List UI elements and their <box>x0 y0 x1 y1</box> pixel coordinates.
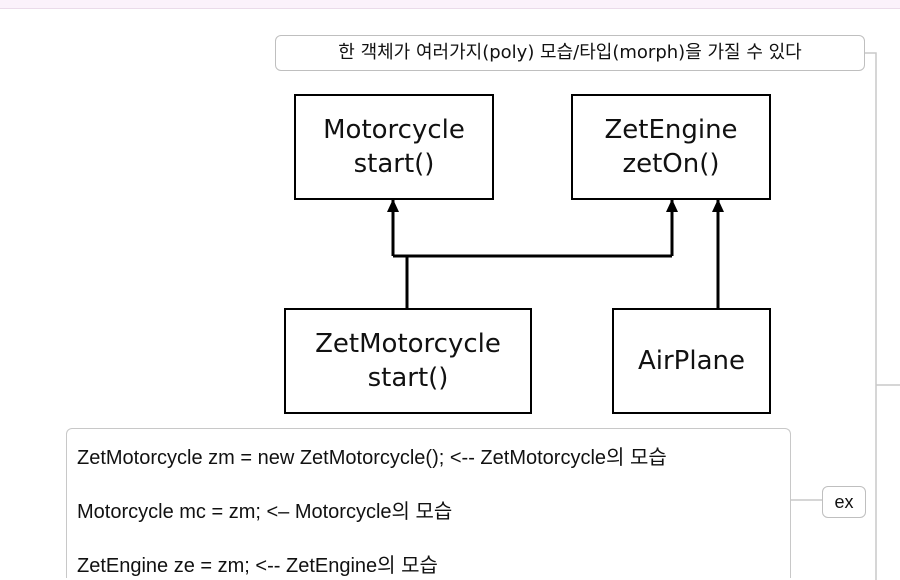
arrow-to-motorcycle <box>387 199 399 212</box>
class-box-zetengine: ZetEngine zetOn() <box>571 94 771 200</box>
class-method: start() <box>353 149 435 179</box>
class-name: Motorcycle <box>323 115 465 145</box>
arrow-airplane-to-zetengine <box>712 199 724 212</box>
code-line-3: ZetEngine ze = zm; <-- ZetEngine의 모습 <box>77 555 438 577</box>
title-node[interactable]: 한 객체가 여러가지(poly) 모습/타입(morph)을 가질 수 있다 <box>275 35 865 71</box>
inheritance-line-zetmotorcycle <box>391 200 674 310</box>
code-example-node[interactable]: ZetMotorcycle zm = new ZetMotorcycle(); … <box>66 428 791 578</box>
class-box-motorcycle: Motorcycle start() <box>294 94 494 200</box>
code-line-2: Motorcycle mc = zm; <– Motorcycle의 모습 <box>77 501 453 523</box>
top-strip <box>0 0 900 9</box>
mindmap-connector-title <box>865 52 877 580</box>
class-method: zetOn() <box>622 149 720 179</box>
class-name: ZetEngine <box>604 115 738 145</box>
arrow-to-zetengine <box>666 199 678 212</box>
class-method: start() <box>367 363 449 393</box>
class-name: AirPlane <box>637 346 745 376</box>
ex-node[interactable]: ex <box>822 486 866 518</box>
class-name: ZetMotorcycle <box>315 329 501 359</box>
class-box-zetmotorcycle: ZetMotorcycle start() <box>284 308 532 414</box>
code-line-1: ZetMotorcycle zm = new ZetMotorcycle(); … <box>77 447 667 469</box>
class-box-airplane: AirPlane <box>612 308 771 414</box>
